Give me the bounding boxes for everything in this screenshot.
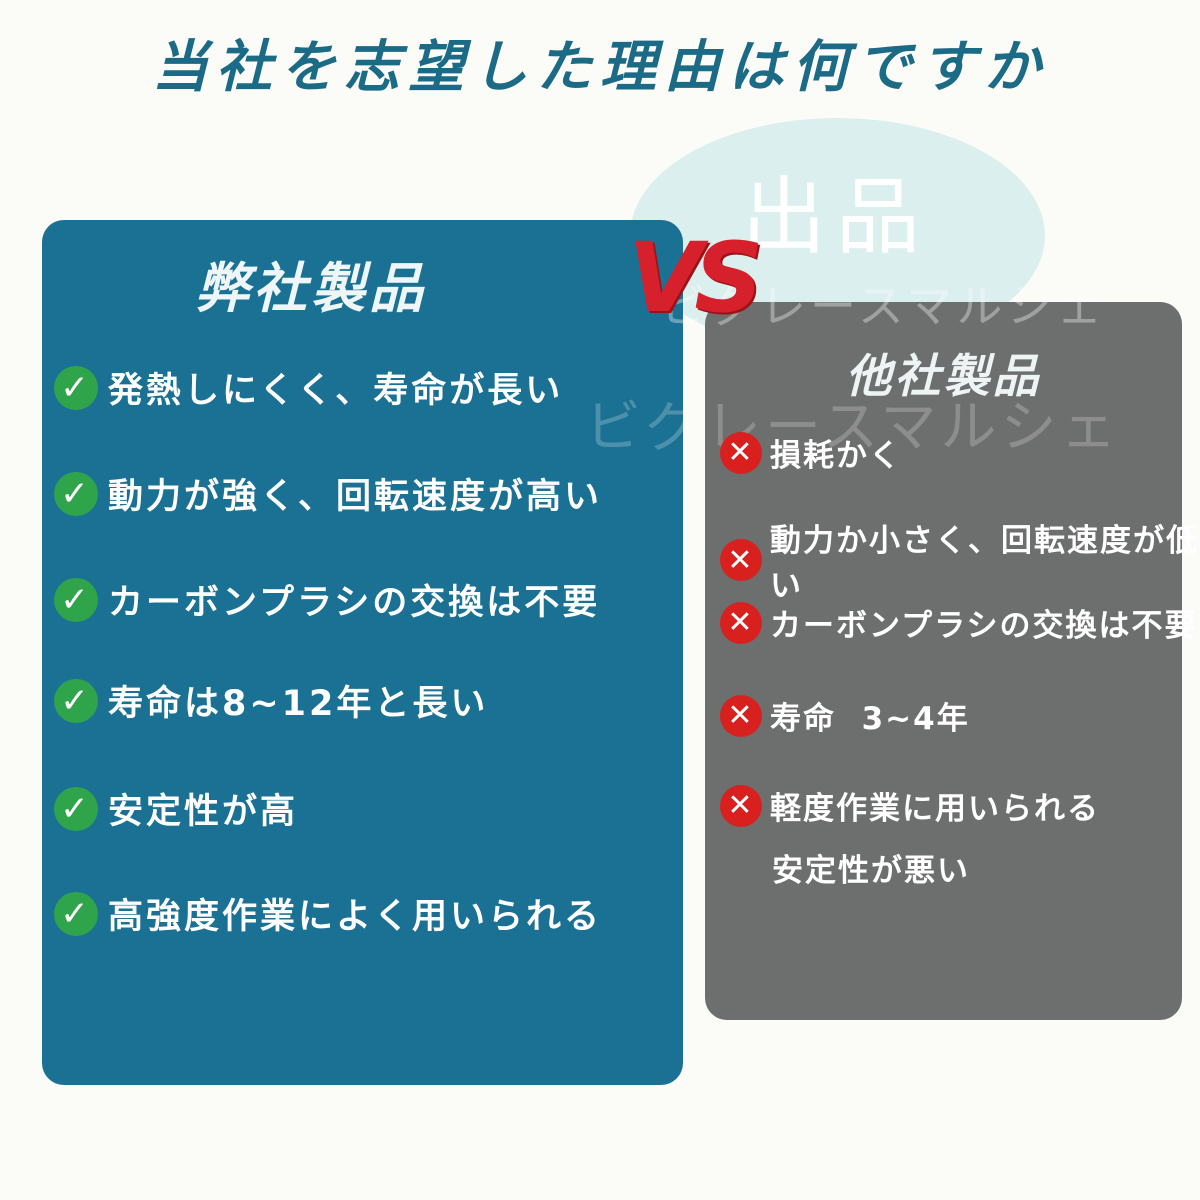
item-text: カーボンプラシの交換は不要	[108, 583, 601, 623]
list-item: ✓高強度作業によく用いられる	[54, 888, 602, 939]
list-item: ✕カーボンプラシの交換は不要	[720, 600, 1197, 645]
item-text: 発熱しにくく、寿命が長い	[108, 371, 564, 411]
item-text: 損耗かく	[770, 438, 902, 474]
item-text: 動力か小さく、回転速度が低い	[770, 523, 1199, 604]
check-icon: ✓	[54, 891, 98, 936]
cross-icon: ✕	[720, 694, 762, 737]
check-icon: ✓	[54, 577, 98, 622]
watermark-sub-2: ビグレースマルシェ	[585, 395, 1121, 460]
watermark-main: 出品	[742, 168, 931, 266]
list-item: ✕軽度作業に用いられる	[720, 783, 1100, 828]
list-item: ✓発熱しにくく、寿命が長い	[54, 362, 563, 413]
cross-icon: ✕	[720, 784, 762, 827]
page-title: 当社を志望した理由は何ですか	[152, 35, 1048, 100]
item-text: 軽度作業に用いられる	[770, 791, 1100, 827]
list-item: ✕寿命 3~4年	[720, 693, 970, 738]
item-text: 安定性が高	[108, 792, 299, 832]
list-item: ✓安定性が高	[54, 783, 298, 834]
item-text: 高強度作業によく用いられる	[108, 897, 603, 937]
list-item: ✕動力か小さく、回転速度が低い	[720, 515, 1200, 605]
list-item: ✓寿命は8~12年と長い	[54, 675, 488, 726]
check-icon: ✓	[54, 678, 98, 723]
item-text: 寿命 3~4年	[770, 701, 970, 737]
item-text: 寿命は8~12年と長い	[108, 684, 489, 724]
item-text: カーボンプラシの交換は不要	[770, 608, 1198, 644]
other-product-heading: 他社製品	[845, 349, 1042, 403]
check-icon: ✓	[54, 365, 98, 410]
our-product-heading: 弊社製品	[195, 257, 427, 320]
our-product-panel	[42, 220, 683, 1085]
list-item: ✕損耗かく	[720, 430, 902, 475]
list-item-continuation: 安定性が悪い	[772, 853, 970, 889]
cross-icon: ✕	[720, 539, 762, 581]
item-text: 動力が強く、回転速度が高い	[108, 477, 603, 517]
check-icon: ✓	[54, 471, 98, 516]
cross-icon: ✕	[720, 431, 762, 474]
watermark-sub: ビグレースマルシェ	[660, 279, 1107, 333]
other-product-panel	[705, 302, 1182, 1020]
list-item: ✓動力が強く、回転速度が高い	[54, 468, 602, 519]
cross-icon: ✕	[720, 601, 762, 644]
list-item: ✓カーボンプラシの交換は不要	[54, 574, 600, 625]
check-icon: ✓	[54, 786, 98, 831]
vs-label: VS	[628, 222, 763, 334]
